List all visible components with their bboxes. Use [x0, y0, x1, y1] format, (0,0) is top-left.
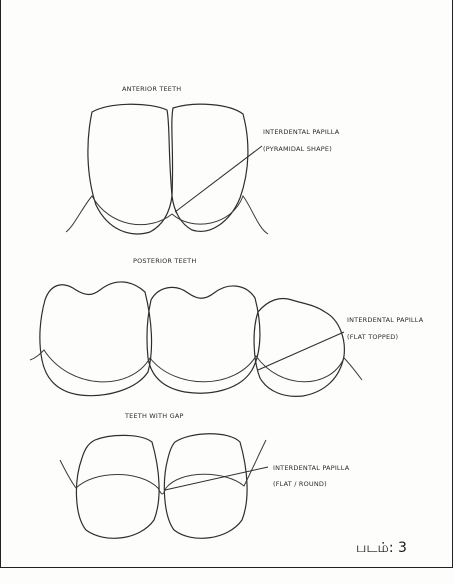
section-2-callout-line1: INTERDENTAL PAPILLA: [347, 316, 424, 324]
anterior-tooth-left: [88, 104, 172, 234]
section-2-heading: POSTERIOR TEETH: [133, 257, 196, 265]
posterior-teeth-group: [30, 282, 362, 396]
section-1-callout-line2: (PYRAMIDAL SHAPE): [263, 145, 332, 153]
gap-teeth-group: [60, 434, 268, 539]
section-2-callout-line2: (FLAT TOPPED): [347, 333, 398, 341]
posterior-tooth-2: [147, 286, 260, 393]
section-3-callout-line1: INTERDENTAL PAPILLA: [273, 464, 350, 472]
gap-gum-line: [60, 440, 266, 494]
anterior-teeth-group: [66, 104, 268, 234]
posterior-callout-leader: [258, 332, 344, 370]
gap-tooth-left: [76, 435, 159, 538]
section-1-heading: ANTERIOR TEETH: [122, 85, 181, 93]
section-3-heading: TEETH WITH GAP: [124, 412, 184, 420]
posterior-tooth-1: [40, 282, 152, 396]
gap-tooth-right: [164, 434, 247, 539]
posterior-gum-line: [30, 350, 362, 382]
anterior-tooth-right: [172, 104, 248, 231]
section-3-callout-line2: (FLAT / ROUND): [273, 480, 327, 488]
figure-caption: படம்: 3: [356, 540, 407, 558]
section-1-callout-line1: INTERDENTAL PAPILLA: [263, 128, 340, 136]
anterior-callout-leader: [175, 146, 262, 212]
